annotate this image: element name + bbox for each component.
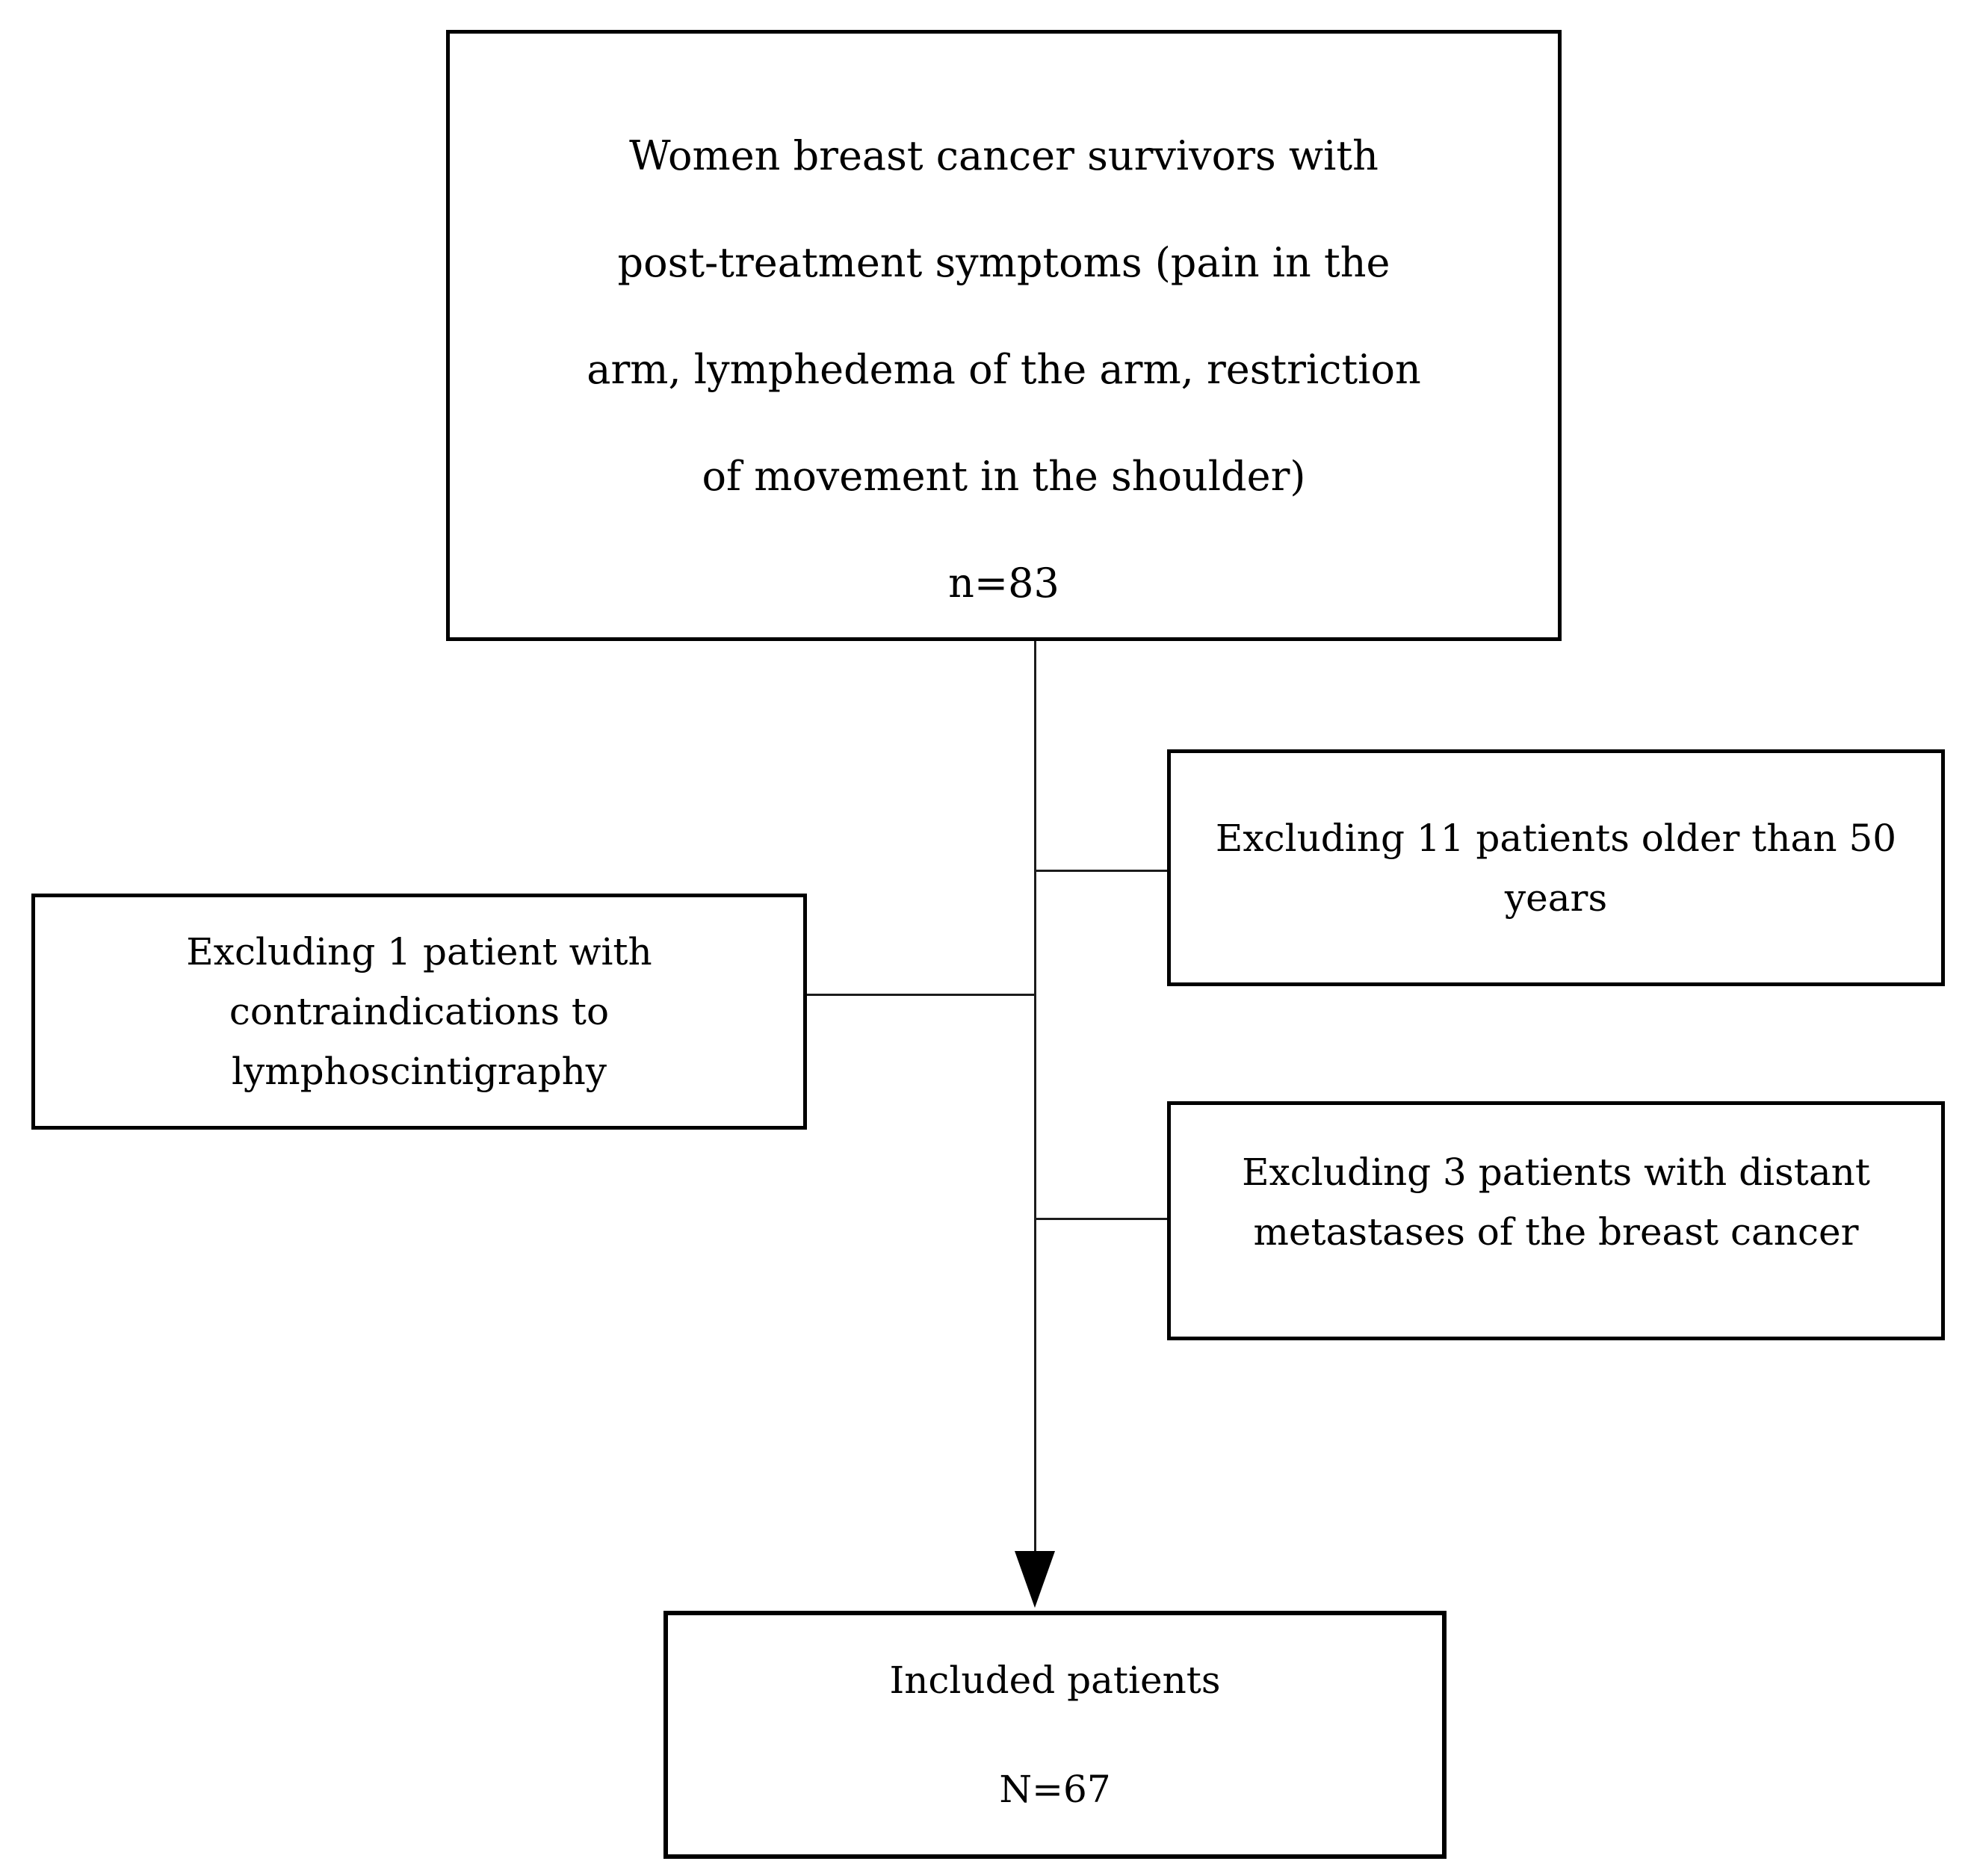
node-text-line: arm, lymphedema of the arm, restriction <box>587 345 1421 393</box>
node-text-line: Excluding 1 patient with <box>186 930 652 973</box>
node-text-line: lymphoscintigraphy <box>231 1050 607 1093</box>
node-text-line: Women breast cancer survivors with <box>629 131 1379 179</box>
connector-from-exclusion-contraindications <box>807 994 1036 996</box>
node-text-line: Excluding 11 patients older than 50 <box>1215 816 1897 860</box>
arrow-down-head-icon <box>1015 1551 1055 1608</box>
node-text-line: Excluding 3 patients with distant <box>1242 1151 1870 1194</box>
node-count-line: N=67 <box>999 1768 1111 1811</box>
node-exclusion-age: Excluding 11 patients older than 50 year… <box>1167 749 1945 986</box>
node-population: Women breast cancer survivors with post-… <box>446 30 1562 641</box>
node-text-line: post-treatment symptoms (pain in the <box>617 238 1390 286</box>
node-text-line: of movement in the shoulder) <box>702 452 1306 500</box>
node-text-line: metastases of the breast cancer <box>1253 1210 1859 1254</box>
node-text-line: contraindications to <box>229 990 610 1033</box>
node-text-line: years <box>1504 876 1608 920</box>
connector-to-exclusion-age <box>1036 870 1167 872</box>
connector-to-exclusion-metastases <box>1036 1218 1167 1220</box>
node-count-line: n=83 <box>948 559 1059 607</box>
node-text-line: Included patients <box>889 1659 1221 1702</box>
node-included-patients: Included patients N=67 <box>663 1611 1447 1859</box>
connector-vertical-stem <box>1034 641 1036 1551</box>
node-exclusion-contraindications: Excluding 1 patient with contraindicatio… <box>31 894 807 1130</box>
node-exclusion-metastases: Excluding 3 patients with distant metast… <box>1167 1101 1945 1340</box>
